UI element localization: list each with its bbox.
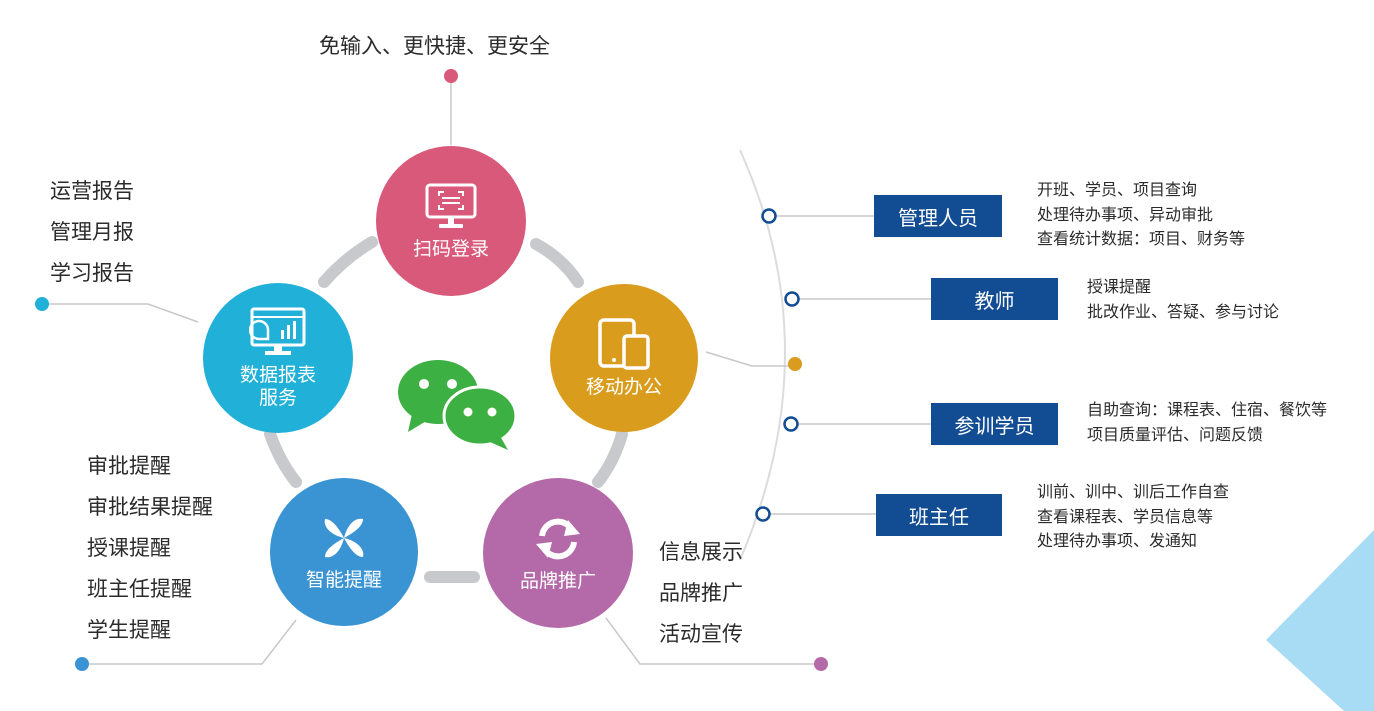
ring-arcs	[264, 236, 628, 583]
dot-role-3	[783, 416, 799, 432]
node-label: 品牌推广	[519, 569, 596, 592]
role-box-admin[interactable]: 管理人员	[874, 195, 1002, 237]
wechat-icon	[398, 360, 518, 450]
role-desc-line: 开班、学员、项目查询	[1037, 180, 1198, 199]
node-label: 扫码登录	[412, 237, 489, 260]
role-desc-line: 自助查询：课程表、住宿、餐饮等	[1087, 400, 1328, 419]
corner-decoration	[1266, 530, 1374, 711]
role-desc-line: 处理待办事项、异动审批	[1037, 204, 1214, 224]
feature-item: 活动宣传	[659, 622, 743, 646]
dot-role-2	[784, 291, 800, 307]
ring-arc-left	[264, 428, 302, 488]
node-brand-promotion[interactable]: 品牌推广	[483, 478, 633, 628]
role-desc-head-teacher: 训前、训中、训后工作自查 查看课程表、学员信息等 处理待办事项、发通知	[1037, 480, 1229, 554]
leader-line-brand	[605, 617, 821, 665]
node-data-report[interactable]: 数据报表 服务	[203, 283, 353, 433]
role-desc-line: 查看课程表、学员信息等	[1037, 506, 1214, 526]
feature-item: 学习报告	[50, 261, 134, 285]
ring-arc-top-left	[318, 236, 378, 288]
dot-reminder	[75, 657, 89, 671]
dot-role-4	[755, 506, 771, 522]
node-label: 智能提醒	[305, 568, 382, 591]
role-desc-admin: 开班、学员、项目查询 处理待办事项、异动审批 查看统计数据：项目、财务等	[1037, 178, 1245, 252]
role-desc-line: 授课提醒	[1087, 277, 1152, 296]
role-box-head-teacher[interactable]: 班主任	[876, 494, 1002, 536]
roles-arc	[739, 149, 786, 561]
feature-item: 信息展示	[659, 540, 743, 564]
node-label-line-1: 数据报表	[239, 364, 316, 386]
feature-item: 运营报告	[50, 179, 134, 203]
reminder-feature-list: 审批提醒 审批结果提醒 授课提醒 班主任提醒 学生提醒	[87, 446, 213, 651]
monitor-scan-icon	[425, 183, 477, 228]
scan-login-caption: 免输入、更快捷、更安全	[319, 34, 550, 58]
dot-report	[35, 297, 49, 311]
feature-item: 审批结果提醒	[87, 495, 213, 519]
role-desc-line: 项目质量评估、问题反馈	[1087, 424, 1264, 444]
report-feature-list: 运营报告 管理月报 学习报告	[50, 171, 134, 294]
dot-role-1	[761, 208, 777, 224]
pinwheel-icon	[324, 518, 364, 557]
refresh-icon	[536, 518, 580, 559]
leader-line-mobile	[705, 351, 795, 367]
ring-arc-top-right	[530, 238, 584, 288]
feature-item: 授课提醒	[87, 536, 171, 560]
dot-brand	[814, 657, 828, 671]
dashboard-monitor-icon	[249, 307, 306, 355]
role-desc-line: 训前、训中、训后工作自查	[1037, 482, 1230, 501]
leader-line-report	[42, 303, 199, 323]
feature-item: 班主任提醒	[87, 577, 192, 601]
feature-item: 审批提醒	[87, 454, 171, 478]
feature-item: 管理月报	[50, 220, 134, 244]
role-desc-line: 批改作业、答疑、参与讨论	[1087, 301, 1280, 321]
role-box-trainee[interactable]: 参训学员	[931, 403, 1058, 445]
leader-line-reminder	[82, 619, 297, 665]
dot-mobile	[788, 357, 802, 371]
node-mobile-office[interactable]: 移动办公	[550, 284, 698, 432]
node-smart-reminder[interactable]: 智能提醒	[270, 478, 418, 626]
role-box-teacher[interactable]: 教师	[931, 278, 1058, 320]
feature-item: 学生提醒	[87, 618, 171, 642]
tablet-phone-icon	[598, 317, 650, 370]
ring-arc-right	[592, 428, 628, 488]
node-scan-login[interactable]: 扫码登录	[376, 146, 526, 296]
role-desc-teacher: 授课提醒 批改作业、答疑、参与讨论	[1087, 275, 1279, 324]
node-label-line-2: 服务	[258, 387, 297, 409]
node-label: 数据报表 服务	[240, 364, 316, 410]
role-desc-trainee: 自助查询：课程表、住宿、餐饮等 项目质量评估、问题反馈	[1087, 398, 1327, 447]
feature-item: 品牌推广	[659, 581, 743, 605]
role-desc-line: 查看统计数据：项目、财务等	[1037, 229, 1246, 248]
dot-scan	[444, 69, 458, 83]
brand-feature-list: 信息展示 品牌推广 活动宣传	[659, 532, 743, 655]
node-label: 移动办公	[585, 375, 662, 398]
role-desc-line: 处理待办事项、发通知	[1037, 531, 1198, 550]
